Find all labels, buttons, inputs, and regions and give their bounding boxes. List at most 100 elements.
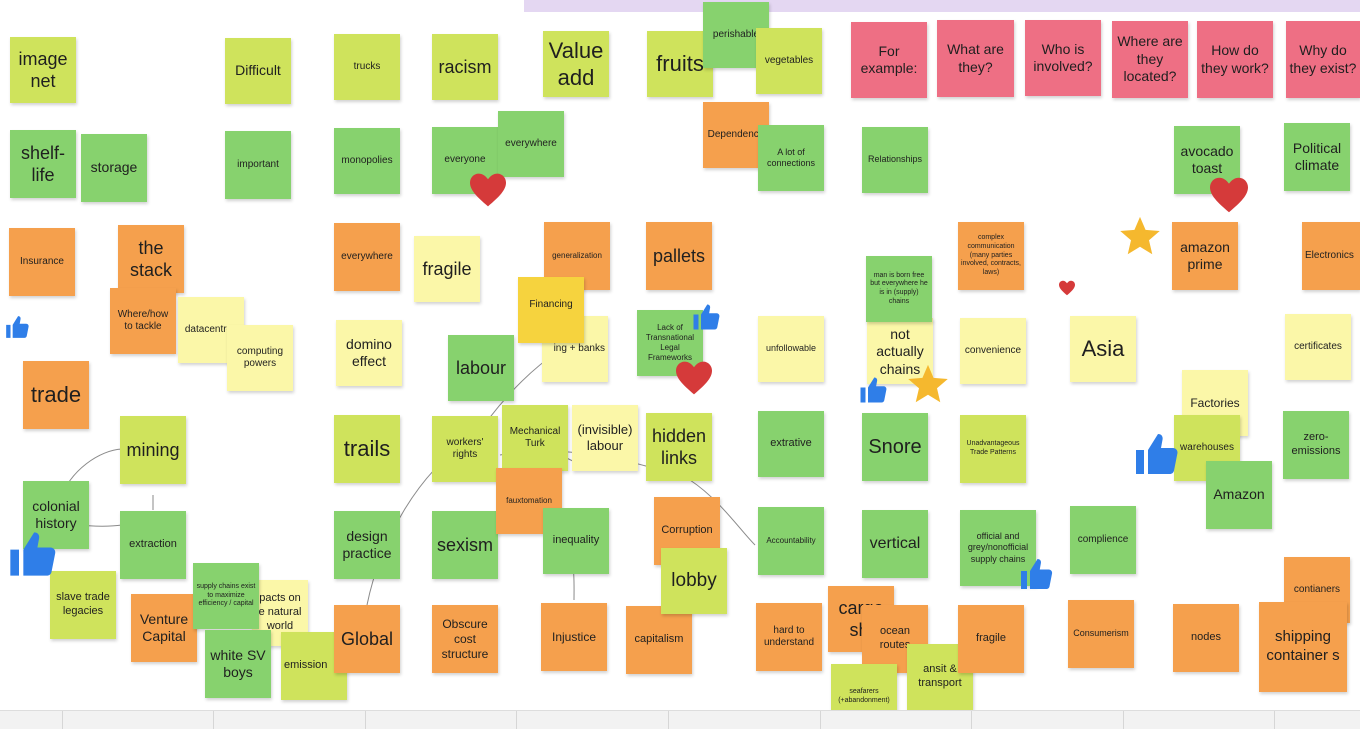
sticky-note-text: Insurance <box>20 255 64 267</box>
sticky-note[interactable]: Political climate <box>1284 123 1350 191</box>
thumbs-up-icon[interactable] <box>691 302 721 332</box>
sticky-note[interactable]: supply chains exist to maximize efficien… <box>193 563 259 629</box>
sticky-note[interactable]: capitalism <box>626 606 692 674</box>
thumbs-up-icon[interactable] <box>6 528 58 580</box>
sticky-note-text: computing powers <box>236 345 284 370</box>
sticky-note[interactable]: design practice <box>334 511 400 579</box>
thumbs-up-icon[interactable] <box>4 314 30 340</box>
sticky-note[interactable]: shipping container s <box>1259 602 1347 692</box>
header-for-example[interactable]: For example: <box>851 22 927 98</box>
sticky-note[interactable]: everywhere <box>498 111 564 177</box>
sticky-note[interactable]: extrative <box>758 411 824 477</box>
sticky-note-text: Asia <box>1081 336 1125 362</box>
sticky-note-text: contianers <box>1293 583 1341 595</box>
sticky-note[interactable]: Asia <box>1070 316 1136 382</box>
sticky-note[interactable]: certificates <box>1285 314 1351 380</box>
sticky-note[interactable]: hard to understand <box>756 603 822 671</box>
sticky-note[interactable]: man is born free but everywhere he is in… <box>866 256 932 322</box>
sticky-note[interactable]: Obscure cost structure <box>432 605 498 673</box>
sticky-note[interactable]: Global <box>334 605 400 673</box>
sticky-note[interactable]: trucks <box>334 34 400 100</box>
sticky-note-text: pallets <box>652 245 706 266</box>
sticky-note[interactable]: Value add <box>543 31 609 97</box>
sticky-note-text: shelf-life <box>20 142 65 186</box>
header-what-are-they[interactable]: What are they? <box>937 20 1014 97</box>
sticky-note[interactable]: storage <box>81 134 147 202</box>
sticky-note[interactable]: colonial history <box>23 481 89 549</box>
header-who-is-involved[interactable]: Who is involved? <box>1025 20 1101 96</box>
sticky-note[interactable]: Insurance <box>9 228 75 296</box>
header-where-located[interactable]: Where are they located? <box>1112 21 1188 98</box>
sticky-note[interactable]: trade <box>23 361 89 429</box>
sticky-note[interactable]: Unadvantageous Trade Patterns <box>960 415 1026 483</box>
sticky-note[interactable]: Mechanical Turk <box>502 405 568 471</box>
sticky-note[interactable]: fragile <box>414 236 480 302</box>
sticky-note-text: the stack <box>129 237 172 281</box>
sticky-note[interactable]: vertical <box>862 510 928 578</box>
sticky-note[interactable]: domino effect <box>336 320 402 386</box>
sticky-note[interactable]: nodes <box>1173 604 1239 672</box>
sticky-note[interactable]: pallets <box>646 222 712 290</box>
thumbs-up-icon[interactable] <box>1132 430 1180 478</box>
sticky-note[interactable]: everywhere <box>334 223 400 291</box>
sticky-note[interactable]: slave trade legacies <box>50 571 116 639</box>
header-how-work[interactable]: How do they work? <box>1197 21 1273 98</box>
sticky-note[interactable]: trails <box>334 415 400 483</box>
sticky-note[interactable]: not actually chains <box>867 318 933 384</box>
sticky-note[interactable]: A lot of connections <box>758 125 824 191</box>
sticky-note[interactable]: labour <box>448 335 514 401</box>
sticky-note[interactable]: image net <box>10 37 76 103</box>
sticky-note[interactable]: zero-emissions <box>1283 411 1349 479</box>
thumbs-up-icon[interactable] <box>1018 556 1054 592</box>
sticky-note[interactable]: workers' rights <box>432 416 498 482</box>
heart-icon[interactable] <box>674 360 714 396</box>
sticky-note[interactable]: complex communication (many parties invo… <box>958 222 1024 290</box>
sticky-note[interactable]: extraction <box>120 511 186 579</box>
thumbs-up-icon[interactable] <box>858 375 888 405</box>
sticky-note[interactable]: computing powers <box>227 325 293 391</box>
sticky-note[interactable]: avocado toast <box>1174 126 1240 194</box>
sticky-note[interactable]: important <box>225 131 291 199</box>
sticky-note[interactable]: Venture Capital <box>131 594 197 662</box>
sticky-note[interactable]: inequality <box>543 508 609 574</box>
sticky-note[interactable]: complience <box>1070 506 1136 574</box>
sticky-note[interactable]: convenience <box>960 318 1026 384</box>
star-icon[interactable] <box>1117 214 1163 260</box>
sticky-note[interactable]: Electronics <box>1302 222 1360 290</box>
sticky-note[interactable]: Where/how to tackle <box>110 288 176 354</box>
sticky-note[interactable]: Amazon <box>1206 461 1272 529</box>
sticky-note[interactable]: unfollowable <box>758 316 824 382</box>
heart-icon[interactable] <box>468 172 508 208</box>
sticky-note[interactable]: mining <box>120 416 186 484</box>
sticky-note[interactable]: amazon prime <box>1172 222 1238 290</box>
sticky-note[interactable]: Consumerism <box>1068 600 1134 668</box>
sticky-note[interactable]: racism <box>432 34 498 100</box>
sticky-note[interactable]: Difficult <box>225 38 291 104</box>
board-bottom-grid <box>0 710 1360 729</box>
sticky-note[interactable]: Financing <box>518 277 584 343</box>
heart-icon[interactable] <box>1058 280 1076 296</box>
sticky-note[interactable]: Accountability <box>758 507 824 575</box>
sticky-note[interactable]: Relationships <box>862 127 928 193</box>
sticky-note-text: domino effect <box>346 335 392 370</box>
sticky-note-text: hidden links <box>651 425 707 469</box>
sticky-note[interactable]: fragile <box>958 605 1024 673</box>
sticky-note[interactable]: sexism <box>432 511 498 579</box>
sticky-note[interactable]: shelf-life <box>10 130 76 198</box>
sticky-note[interactable]: the stack <box>118 225 184 293</box>
sticky-note[interactable]: (invisible) labour <box>572 405 638 471</box>
header-why-exist[interactable]: Why do they exist? <box>1286 21 1360 98</box>
sticky-note[interactable]: vegetables <box>756 28 822 94</box>
sticky-note[interactable]: Injustice <box>541 603 607 671</box>
sticky-note[interactable]: white SV boys <box>205 630 271 698</box>
sticky-note-text: official and grey/nonofficial supply cha… <box>967 531 1029 564</box>
sticky-note[interactable]: hidden links <box>646 413 712 481</box>
heart-icon[interactable] <box>1208 176 1250 214</box>
sticky-note[interactable]: Snore <box>862 413 928 481</box>
sticky-note-text: storage <box>90 159 138 176</box>
sticky-note[interactable]: lobby <box>661 548 727 614</box>
star-icon[interactable] <box>905 362 951 408</box>
sticky-note[interactable]: monopolies <box>334 128 400 194</box>
sticky-note[interactable]: fruits <box>647 31 713 97</box>
